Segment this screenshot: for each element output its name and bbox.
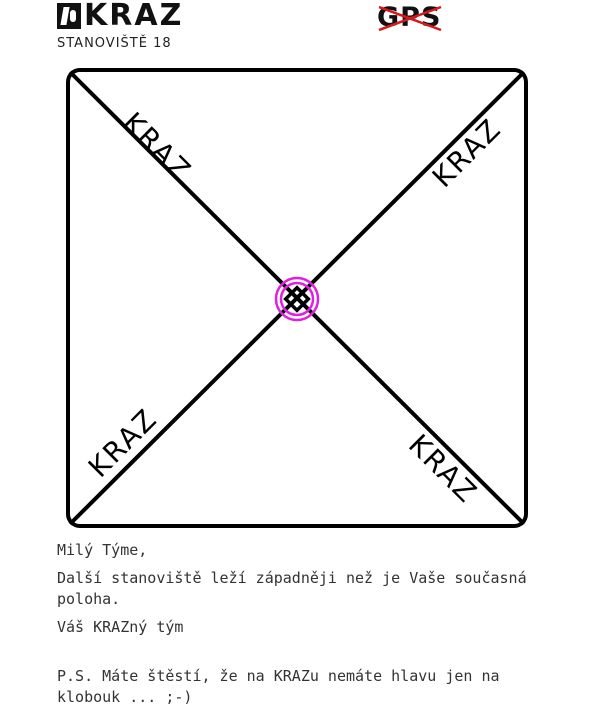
corner-label-top-left: KRAZ: [116, 106, 198, 188]
corner-label-bottom-right: KRAZ: [402, 428, 484, 510]
message-body: Další stanoviště leží západněji než je V…: [57, 569, 527, 608]
diagonal-line: [68, 70, 526, 526]
greeting: Milý Týme,: [57, 541, 148, 559]
postscript: P.S. Máte štěstí, že na KRAZu nemáte hla…: [57, 667, 500, 706]
station-label: STANOVIŠTĚ 18: [57, 36, 172, 51]
header: KRAZ STANOVIŠTĚ 18 GPS: [57, 0, 557, 53]
diagram-frame: [66, 68, 528, 528]
square-diagram: KRAZ KRAZ KRAZ KRAZ: [66, 68, 528, 528]
center-target-marker: [274, 276, 320, 322]
kraz-logo-icon: [57, 3, 81, 29]
diamond-icon: [283, 285, 311, 313]
gps-crossed-out: GPS: [377, 3, 445, 33]
message-block: Milý Týme, Další stanoviště leží západně…: [57, 540, 557, 715]
corner-label-top-right: KRAZ: [426, 112, 508, 194]
logo-text: KRAZ: [84, 0, 184, 33]
signature: Váš KRAZný tým: [57, 618, 184, 636]
kraz-logo: KRAZ: [57, 0, 184, 33]
cross-out-icon: [378, 5, 442, 32]
